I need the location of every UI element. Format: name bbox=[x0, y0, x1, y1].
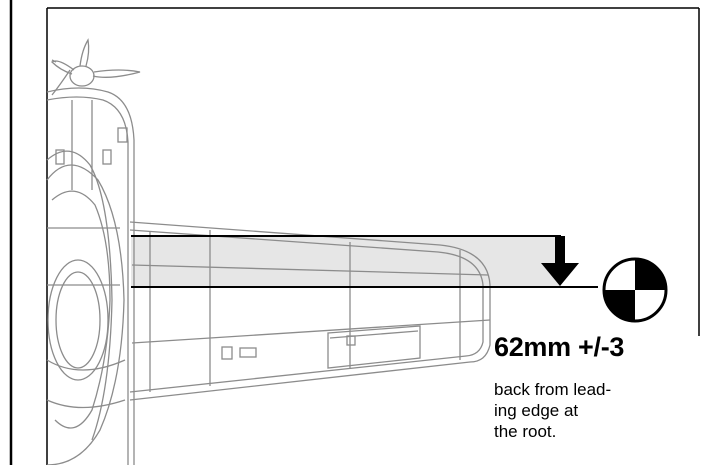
center-of-gravity-symbol bbox=[602, 257, 668, 323]
note-line-3: the root. bbox=[494, 422, 557, 441]
propeller bbox=[50, 38, 141, 96]
note-line-1: back from lead- bbox=[494, 380, 612, 399]
down-arrow-icon bbox=[541, 236, 579, 286]
cg-range-shading bbox=[131, 236, 561, 287]
note-line-2: ing edge at bbox=[494, 401, 579, 420]
fuselage-outline bbox=[46, 87, 135, 465]
cg-distance-value: 62mm +/-3 bbox=[494, 332, 625, 362]
wing-outline bbox=[129, 221, 491, 401]
cg-distance-note: back from lead- ing edge at the root. bbox=[494, 379, 674, 442]
